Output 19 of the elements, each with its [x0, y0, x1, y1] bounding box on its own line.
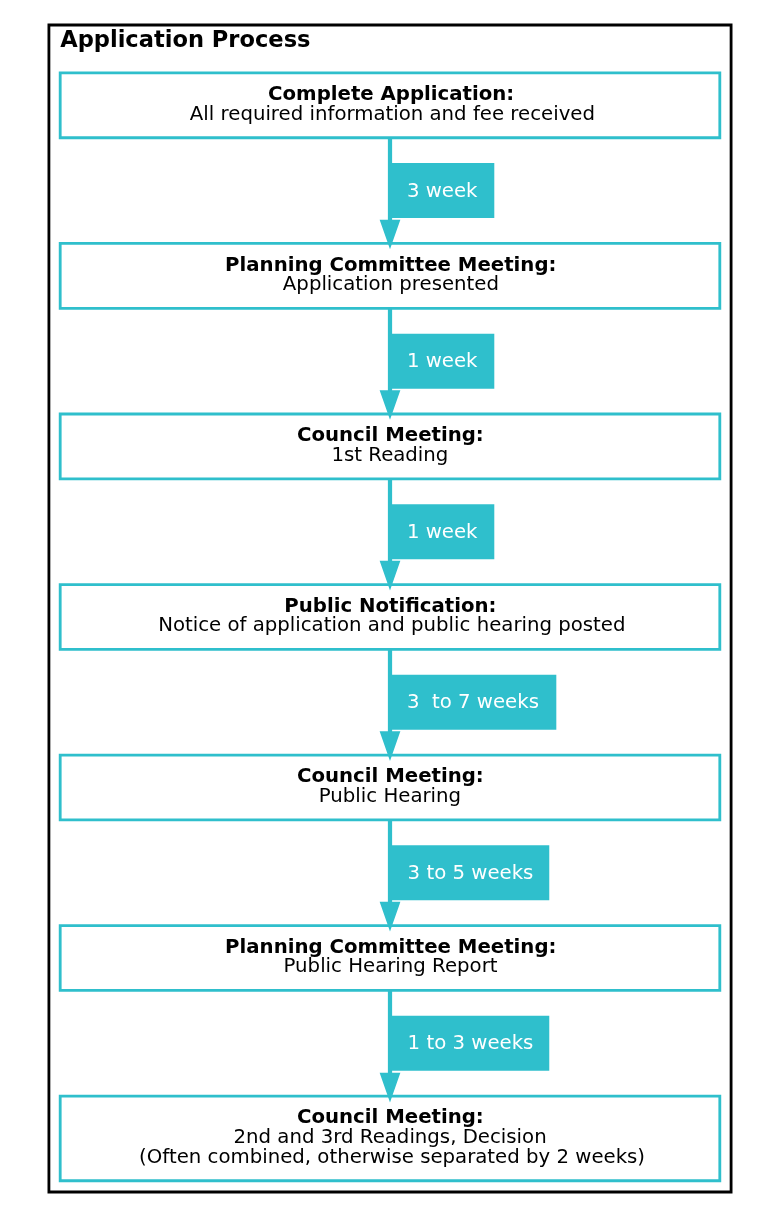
- node-box: Council Meeting: 1st Reading: [58, 412, 722, 481]
- node-box: Public Notification: Notice of application and public hearing posted: [58, 583, 722, 651]
- node-box: Council Meeting: 2nd and 3rd Readings, Decision (Often combined, otherwise separated by 2 weeks): [58, 1094, 722, 1183]
- node-box: Complete Application: All required information and fee received: [58, 71, 722, 140]
- arrow: [379, 308, 401, 420]
- arrow: [379, 137, 401, 250]
- arrow: [379, 478, 401, 591]
- edge-label: 3 to 7 weeks: [406, 690, 539, 714]
- arrow: [379, 649, 401, 761]
- edge-label: 1 week: [406, 519, 478, 543]
- edge-label: 1 week: [406, 349, 478, 373]
- edge-label: 1 to 3 weeks: [407, 1031, 534, 1055]
- node-box: Council Meeting: Public Hearing: [58, 753, 722, 822]
- edge-label: 3 week: [406, 178, 478, 202]
- edge-label: 3 to 5 weeks: [407, 860, 534, 884]
- node-box: Planning Committee Meeting: Application presented: [58, 242, 722, 310]
- arrow: [379, 990, 401, 1103]
- arrow: [379, 820, 401, 932]
- node-box: Planning Committee Meeting: Public Hearing Report: [58, 924, 722, 992]
